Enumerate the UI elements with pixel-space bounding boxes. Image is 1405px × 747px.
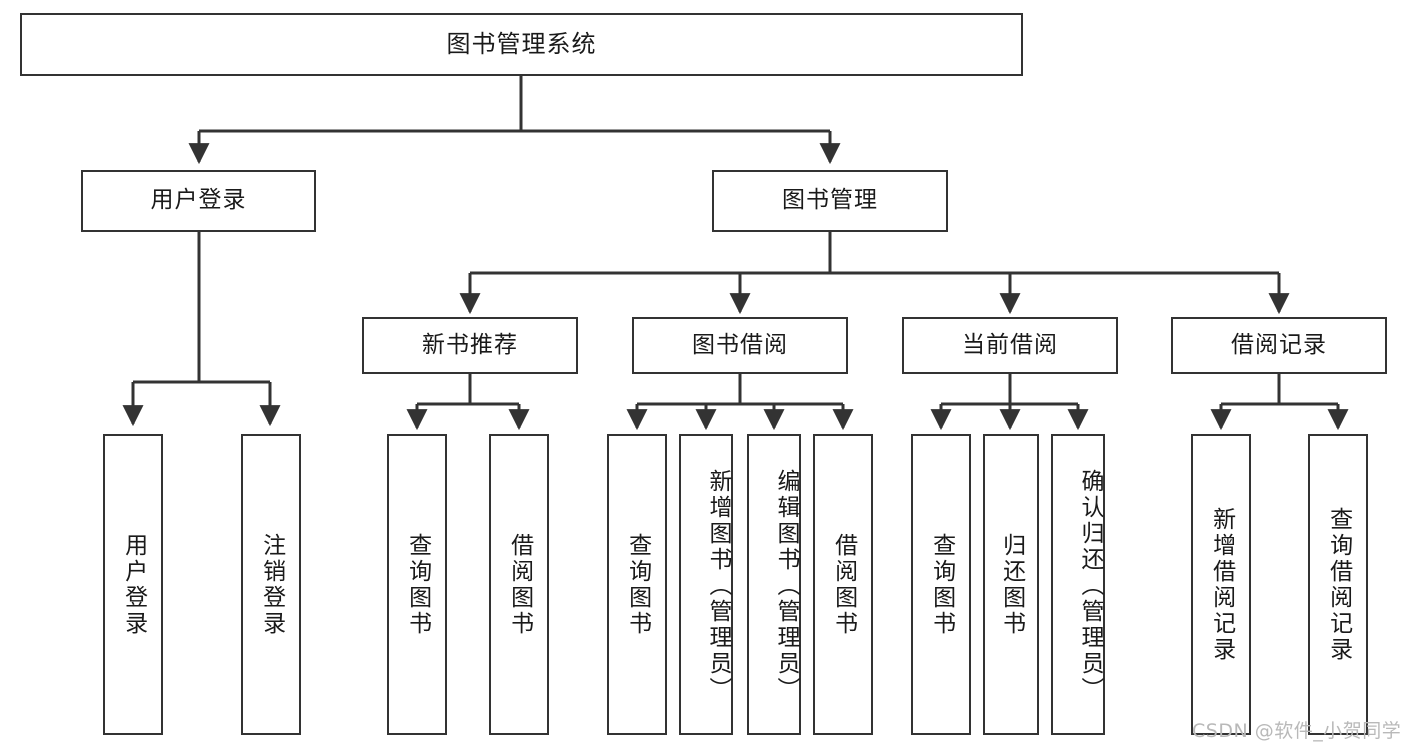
node-book-management[interactable]: 图书管理 xyxy=(712,170,948,232)
leaf-node-query-book-borrow[interactable]: 查询图书 xyxy=(607,434,667,735)
leaf-node-add-book-admin[interactable]: 新增图书（管理员） xyxy=(679,434,733,735)
node-borrowing-record[interactable]: 借阅记录 xyxy=(1171,317,1387,374)
leaf-node-borrow-book-recommend[interactable]: 借阅图书 xyxy=(489,434,549,735)
leaf-node-query-borrow-record[interactable]: 查询借阅记录 xyxy=(1308,434,1368,735)
csdn-watermark: CSDN @软件_小贺同学 xyxy=(1192,720,1402,742)
leaf-node-edit-book-admin[interactable]: 编辑图书（管理员） xyxy=(747,434,801,735)
leaf-node-query-book-recommend[interactable]: 查询图书 xyxy=(387,434,447,735)
node-root-book-management-system[interactable]: 图书管理系统 xyxy=(20,13,1023,76)
node-user-login[interactable]: 用户登录 xyxy=(81,170,316,232)
leaf-node-query-book-current[interactable]: 查询图书 xyxy=(911,434,971,735)
leaf-node-confirm-return-admin[interactable]: 确认归还（管理员） xyxy=(1051,434,1105,735)
leaf-node-user-login[interactable]: 用户登录 xyxy=(103,434,163,735)
leaf-node-add-borrow-record[interactable]: 新增借阅记录 xyxy=(1191,434,1251,735)
leaf-node-logout[interactable]: 注销登录 xyxy=(241,434,301,735)
node-new-book-recommendation[interactable]: 新书推荐 xyxy=(362,317,578,374)
node-book-borrowing[interactable]: 图书借阅 xyxy=(632,317,848,374)
leaf-node-return-book[interactable]: 归还图书 xyxy=(983,434,1039,735)
node-current-borrowing[interactable]: 当前借阅 xyxy=(902,317,1118,374)
leaf-node-borrow-book[interactable]: 借阅图书 xyxy=(813,434,873,735)
